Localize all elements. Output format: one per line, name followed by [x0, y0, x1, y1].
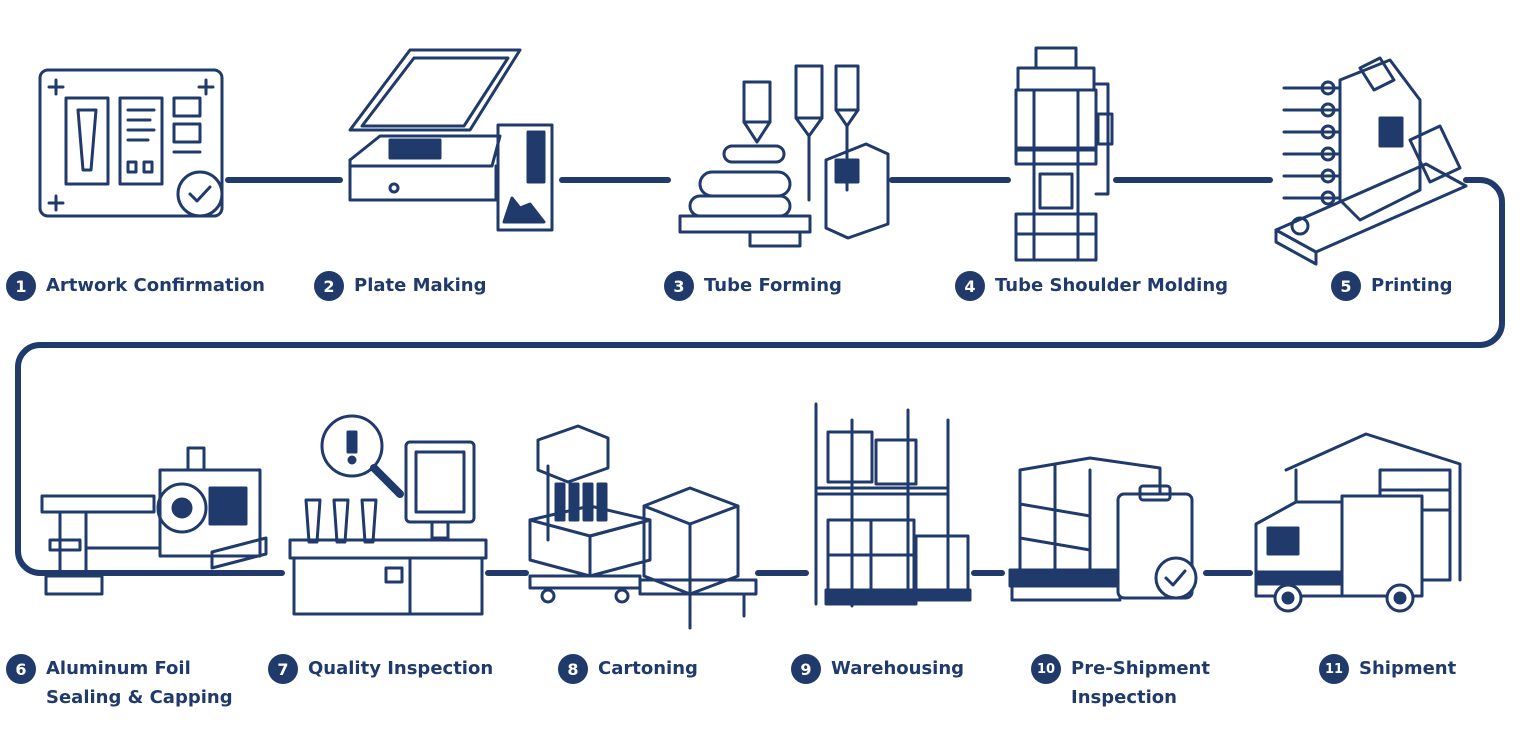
flow-connector-lines [15, 177, 1505, 576]
step-label: Cartoning [598, 658, 698, 679]
step-number-badge: 1 [6, 271, 36, 301]
step-9: 9 Warehousing [791, 654, 964, 684]
truck-icon [1254, 432, 1462, 613]
hydraulic-press-icon [1014, 46, 1114, 262]
printing-press-icon [1274, 56, 1468, 266]
inspection-station-icon [288, 414, 488, 616]
step-7: 7 Quality Inspection [268, 654, 493, 684]
step-number-badge: 5 [1331, 271, 1361, 301]
artwork-proof-icon [38, 68, 224, 218]
step-number-badge: 9 [791, 654, 821, 684]
plate-exposure-machine-icon [348, 48, 554, 232]
step-number-badge: 11 [1319, 654, 1349, 684]
tube-extrusion-machine-icon [678, 64, 890, 248]
step-label: Shipment [1359, 658, 1457, 679]
step-5: 5 Printing [1331, 271, 1453, 301]
step-number-badge: 2 [314, 271, 344, 301]
step-label: Artwork Confirmation [46, 275, 265, 296]
step-number-badge: 10 [1031, 654, 1061, 684]
step-number-badge: 6 [6, 654, 36, 684]
step-number-badge: 4 [955, 271, 985, 301]
step-label: Printing [1371, 275, 1453, 296]
step-4: 4 Tube Shoulder Molding [955, 271, 1228, 301]
step-label: Tube Forming [704, 275, 842, 296]
step-2: 2 Plate Making [314, 271, 487, 301]
step-8: 8 Cartoning [558, 654, 698, 684]
step-label: Plate Making [354, 275, 487, 296]
step-number-badge: 7 [268, 654, 298, 684]
step-label: Quality Inspection [308, 658, 494, 679]
pallet-checklist-icon [1008, 456, 1198, 602]
step-number-badge: 8 [558, 654, 588, 684]
warehouse-rack-icon [814, 402, 972, 608]
step-3: 3 Tube Forming [664, 271, 842, 301]
step-label: Warehousing [831, 658, 965, 679]
sealing-capping-machine-icon [40, 446, 268, 596]
cartoning-machine-icon [528, 424, 758, 630]
step-number-badge: 3 [664, 271, 694, 301]
step-11: 11 Shipment [1319, 654, 1456, 684]
step-label: Tube Shoulder Molding [995, 275, 1229, 296]
step-1: 1 Artwork Confirmation [6, 271, 265, 301]
